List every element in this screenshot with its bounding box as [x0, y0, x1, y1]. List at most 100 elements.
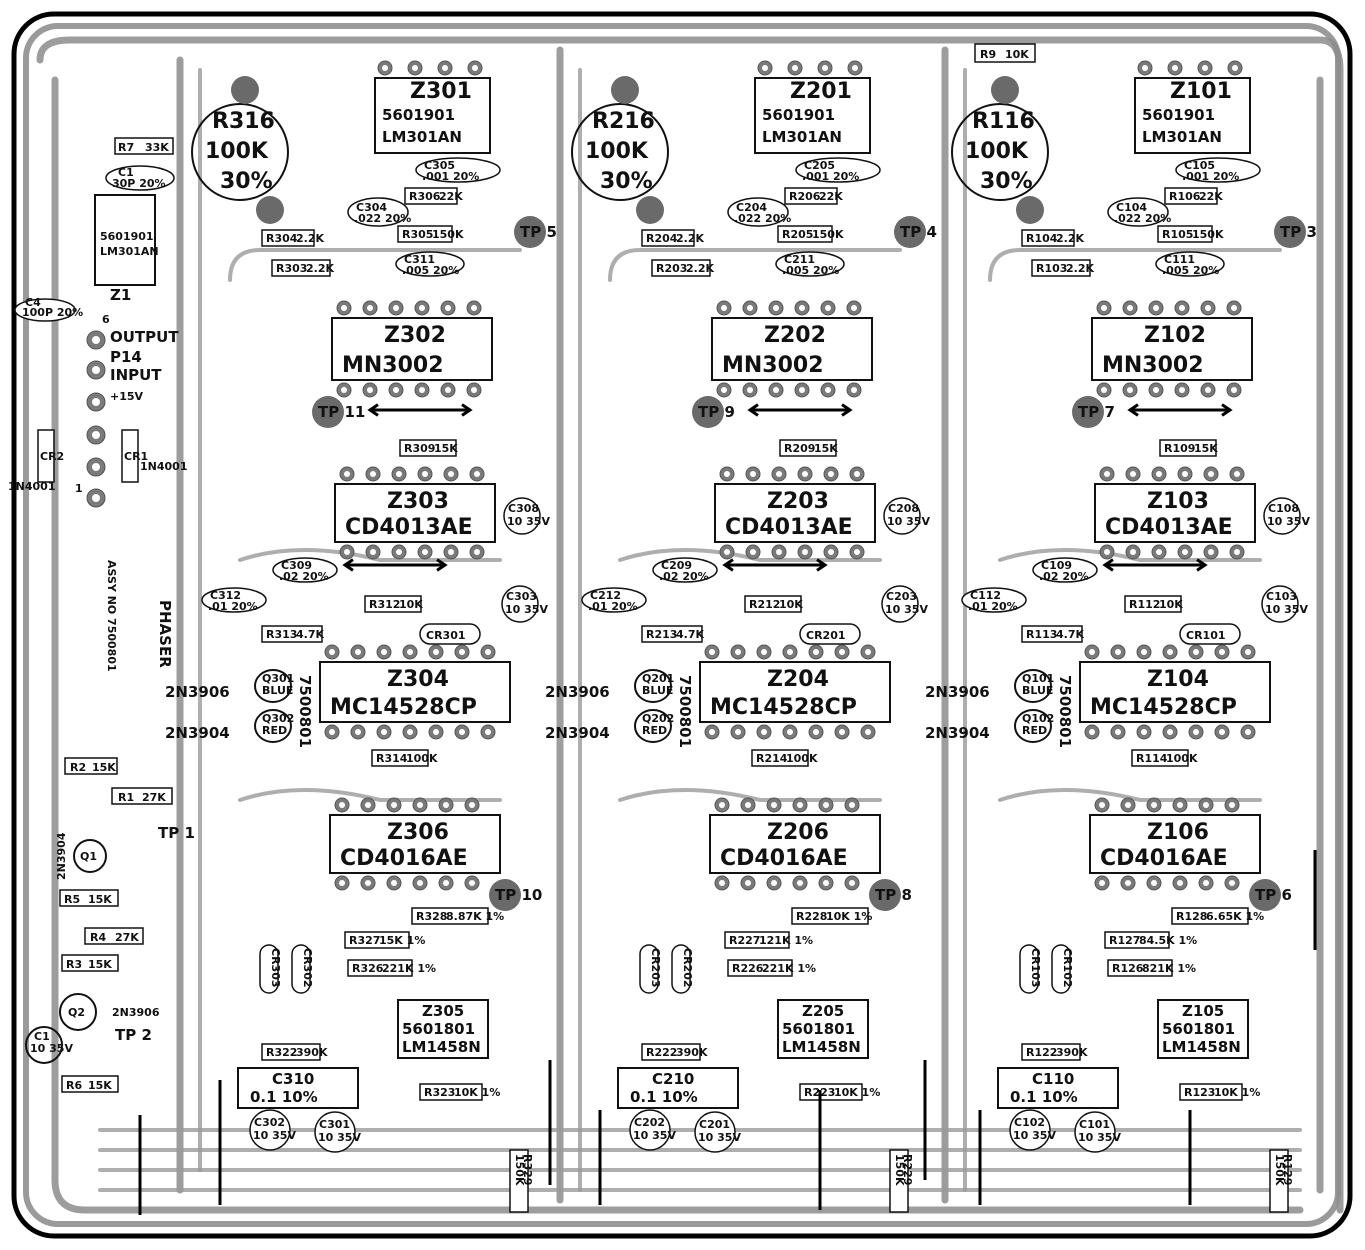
- pot-id: R216: [592, 109, 655, 134]
- cap-g-id: C103: [1266, 590, 1297, 603]
- cap-f: [1263, 497, 1301, 535]
- flipflop-chip: [334, 483, 496, 543]
- chip-z1: [94, 194, 156, 286]
- test-point-b-pad: [1072, 396, 1104, 428]
- pad-hole: [1232, 65, 1238, 71]
- pad-hole: [329, 729, 335, 735]
- pad-hole: [825, 387, 831, 393]
- switch-chip-id: Z106: [1147, 820, 1209, 845]
- svg-text:15K: 15K: [88, 1079, 112, 1092]
- res-d-value: 150K: [812, 228, 844, 241]
- cap-b: [727, 197, 789, 227]
- transistor-bottom: [634, 709, 672, 743]
- cap-f-id: C108: [1268, 502, 1299, 515]
- pad-hole: [365, 880, 371, 886]
- diode-a: [799, 623, 861, 645]
- bbd-chip-type: MN3002: [1102, 353, 1204, 378]
- res-b-value: 2.2K: [306, 262, 334, 275]
- cap-b-value: .022 20%: [354, 212, 411, 225]
- pad-hole: [849, 880, 855, 886]
- cap-b-value: .022 20%: [1114, 212, 1171, 225]
- pad-hole: [1205, 305, 1211, 311]
- svg-text:R2: R2: [70, 761, 86, 774]
- transistor-top-type: 2N3906: [165, 683, 230, 701]
- dual-opamp-chip: [397, 999, 489, 1059]
- res-a-id: R204: [646, 232, 678, 245]
- res-h-value: 100K: [786, 752, 818, 765]
- adjust-arrow-middle-head-right: [436, 558, 448, 572]
- pad-hole: [412, 65, 418, 71]
- svg-text:15K: 15K: [88, 958, 112, 971]
- cap-a-value: .001 20%: [422, 170, 479, 183]
- adjust-arrow-middle-head-left: [1102, 558, 1114, 572]
- res-n-id: R229: [901, 1154, 914, 1185]
- dual-opamp-chip: [1157, 999, 1249, 1059]
- svg-text:ASSY NO 7500801: ASSY NO 7500801: [105, 560, 118, 672]
- cap-a: [795, 157, 881, 183]
- res-b-id: R103: [1036, 262, 1067, 275]
- pad-hole: [407, 729, 413, 735]
- res-a-value: 2.2K: [1056, 232, 1084, 245]
- cap-h-value: 10 35V: [633, 1129, 676, 1142]
- res-k-id: R326: [352, 962, 384, 975]
- svg-text:R3: R3: [66, 958, 82, 971]
- pad-hole: [422, 471, 428, 477]
- cap-c-id: C311: [404, 253, 435, 266]
- pad-hole: [422, 549, 428, 555]
- pad-hole: [1245, 729, 1251, 735]
- pad-hole: [799, 387, 805, 393]
- trimmer-pot: [571, 103, 669, 201]
- svg-text:+15V: +15V: [110, 390, 144, 403]
- pad-hole: [1099, 880, 1105, 886]
- pad-hole: [735, 649, 741, 655]
- pad-hole: [852, 65, 858, 71]
- adjust-arrow-upper-head-right: [461, 403, 473, 417]
- bbd-chip: [331, 317, 493, 381]
- pad-hole: [370, 471, 376, 477]
- bbd-chip-id: Z102: [1144, 323, 1206, 348]
- cap-b-value: .022 20%: [734, 212, 791, 225]
- cap-h-value: 10 35V: [253, 1129, 296, 1142]
- svg-text:OUTPUT: OUTPUT: [110, 328, 179, 346]
- res-f-value: 10K: [399, 598, 423, 611]
- pad-hole: [709, 649, 715, 655]
- cap-a-id: C205: [804, 159, 835, 172]
- cap-i-id: C101: [1079, 1118, 1110, 1131]
- pad-hole: [355, 729, 361, 735]
- svg-text:2N3906: 2N3906: [112, 1006, 160, 1019]
- res-k-value: 221K 1%: [382, 962, 436, 975]
- pad-hole: [1234, 549, 1240, 555]
- pot-id: R116: [972, 109, 1035, 134]
- pad-hole: [329, 649, 335, 655]
- res-k-value: 821K 1%: [1142, 962, 1196, 975]
- pad-hole: [417, 880, 423, 886]
- opamp-part: 5601901: [1142, 106, 1215, 124]
- opamp-type: LM301AN: [762, 128, 842, 146]
- pad-hole: [1179, 387, 1185, 393]
- pad-hole: [396, 471, 402, 477]
- pad-hole: [747, 387, 753, 393]
- res-g-value: 4.7K: [296, 628, 324, 641]
- svg-text:INPUT: INPUT: [110, 366, 162, 384]
- svg-text:33K: 33K: [145, 141, 169, 154]
- svg-text:100P 20%: 100P 20%: [22, 306, 83, 319]
- res-c: [404, 187, 458, 205]
- pad-hole: [469, 880, 475, 886]
- res-f: [1124, 595, 1182, 613]
- bbd-chip-type: MN3002: [342, 353, 444, 378]
- cap-f-value: 10 35V: [507, 515, 550, 528]
- test-point-b-pad: [312, 396, 344, 428]
- res-e-id: R209: [784, 442, 815, 455]
- pad-hole: [1182, 549, 1188, 555]
- film-capacitor-id: C310: [272, 1070, 314, 1088]
- res-l-value: 390K: [296, 1046, 328, 1059]
- transistor-bottom: [1014, 709, 1052, 743]
- pad-hole: [433, 729, 439, 735]
- pad-hole: [1130, 549, 1136, 555]
- res-d-id: R105: [1162, 228, 1193, 241]
- pad-hole: [719, 880, 725, 886]
- res-h-value: 100K: [406, 752, 438, 765]
- cap-g-id: C303: [506, 590, 537, 603]
- test-point-c-pad: [1249, 879, 1281, 911]
- diode-c-id: CR202: [681, 948, 694, 988]
